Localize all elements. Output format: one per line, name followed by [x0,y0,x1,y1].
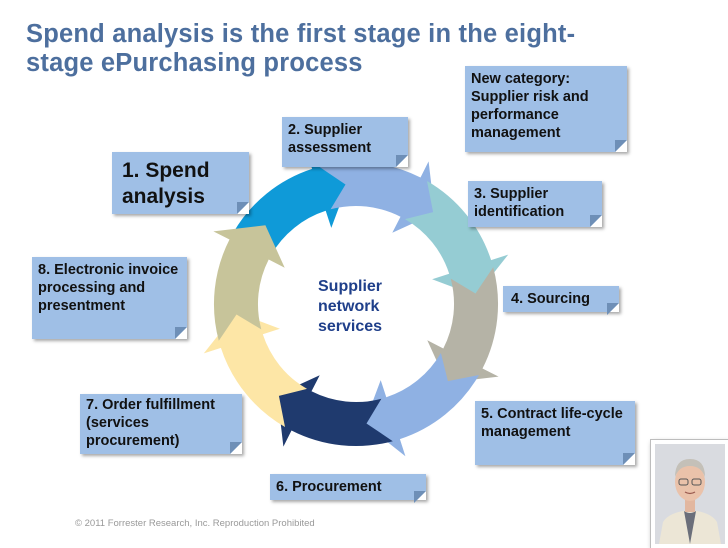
copyright-footer: © 2011 Forrester Research, Inc. Reproduc… [75,518,315,529]
cycle-arrow-stage-6 [277,375,393,447]
fold-corner [590,215,602,227]
stage-1-label: 1. Spend analysis [122,159,210,208]
stage-4-callout: 4. Sourcing [503,286,619,315]
stage-8-callout: 8. Electronic invoice processing and pre… [32,257,187,339]
stage-7-label: 7. Order fulfillment (services procureme… [86,397,215,449]
stage-2-label: 2. Supplier assessment [288,122,372,156]
cycle-arrow-stage-1 [233,151,348,255]
stage-5-label: 5. Contract life-cycle management [481,406,623,440]
cycle-arrow-stage-8 [213,225,285,341]
new-category-label: New category: Supplier risk and performa… [471,71,589,141]
fold-corner [396,155,408,167]
stage-6-label: 6. Procurement [276,479,382,495]
stage-5-callout: 5. Contract life-cycle management [475,401,635,465]
cycle-arrow-stage-4 [427,267,499,383]
stage-3-label: 3. Supplier identification [474,186,565,220]
presenter-photo [651,440,728,548]
stage-7-callout: 7. Order fulfillment (services procureme… [80,394,242,454]
stage-3-callout: 3. Supplier identification [468,181,602,227]
fold-corner [237,202,249,214]
stage-2-callout: 2. Supplier assessment [282,117,408,167]
cycle-arrow-stage-7 [203,312,307,427]
stage-1-callout: 1. Spend analysis [112,152,249,214]
cycle-arrow-stage-2 [319,161,435,233]
person-portrait-icon [655,444,725,544]
slide-title: Spend analysis is the first stage in the… [26,20,576,77]
stage-6-callout: 6. Procurement [270,474,426,503]
cycle-arrow-stage-3 [405,181,509,296]
fold-corner [230,442,242,454]
new-category-callout: New category: Supplier risk and performa… [465,66,627,152]
stage-8-label: 8. Electronic invoice processing and pre… [38,262,179,314]
fold-corner [615,140,627,152]
center-label: Supplier network services [318,278,383,335]
fold-corner [623,453,635,465]
fold-corner [175,327,187,339]
cycle-arrow-stage-5 [364,353,479,457]
fold-corner [607,303,619,315]
stage-4-label: 4. Sourcing [511,291,590,307]
fold-corner [414,491,426,503]
